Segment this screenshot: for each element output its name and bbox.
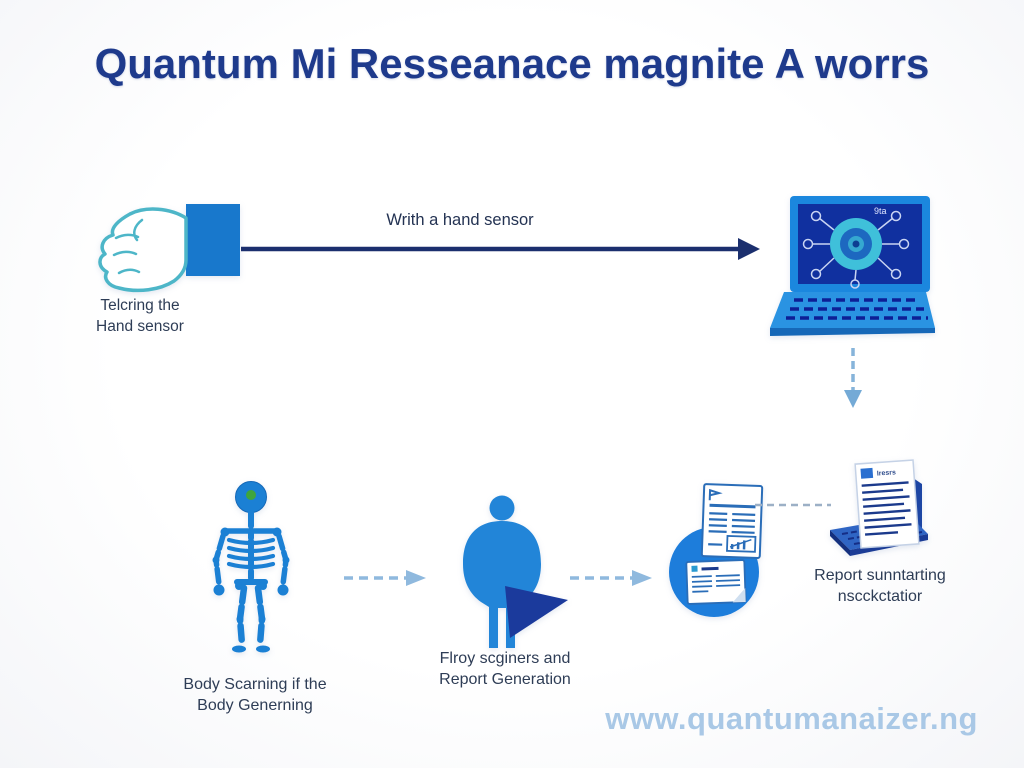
report-triangle (505, 586, 568, 638)
documents-circle-icon (669, 483, 764, 617)
hand-label: Telcring the Hand sensor (96, 297, 184, 335)
down-dashed-arrow (844, 348, 862, 408)
screen-text: 9ta (874, 206, 887, 216)
page-title: Quantum Mi Resseanace magnite A worrs (94, 40, 930, 87)
dashed-arrow-2 (570, 570, 652, 586)
dashed-arrow-1 (344, 570, 426, 586)
person-report-icon (463, 495, 568, 648)
body-skeleton-icon (212, 481, 290, 653)
hand-sensor-icon (98, 204, 240, 293)
body-scan-label: Body Scarning if the Body Generning (183, 676, 327, 714)
laptop-scan-icon: 9ta (770, 196, 935, 336)
person-label: Flroy scginers and Report Generation (439, 650, 571, 688)
report-laptop-icon: Iresrs (830, 459, 928, 556)
dashed-connector (755, 503, 831, 507)
sensor-arrow (241, 238, 760, 260)
report-label: Report sunntarting nscckctatior (814, 567, 946, 605)
arrow-label: Writh a hand sensor (386, 211, 534, 229)
watermark-url: www.quantumanaizer.ng (605, 701, 978, 736)
report-doc-text: Iresrs (877, 469, 897, 477)
brain-dot (246, 490, 256, 500)
